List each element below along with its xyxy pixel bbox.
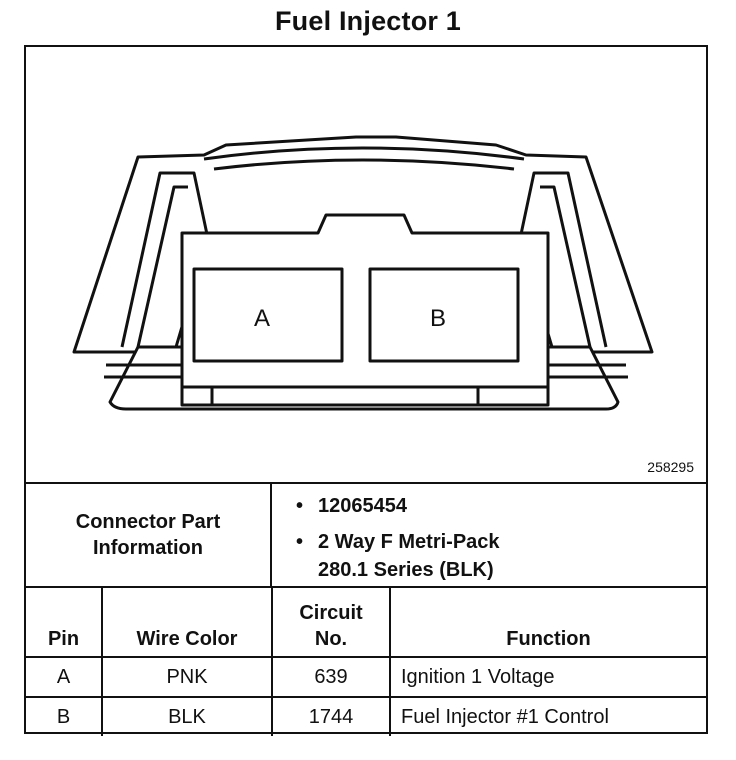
housing-arch bbox=[203, 146, 525, 161]
header-circuit-line2: No. bbox=[314, 628, 348, 650]
diagram-reference-number: 258295 bbox=[647, 459, 694, 475]
left-latch-inner bbox=[136, 185, 188, 348]
connector-drawing: A B bbox=[72, 135, 654, 411]
connector-info-list: • 12065454 • 2 Way F Metri-Pack 280.1 Se… bbox=[296, 492, 696, 584]
table-row: B BLK 1744 Fuel Injector #1 Control bbox=[26, 696, 706, 736]
cell-pin: A bbox=[26, 656, 103, 698]
list-item: • 12065454 bbox=[296, 492, 696, 520]
page-title: Fuel Injector 1 bbox=[274, 6, 462, 36]
header-circuit: Circuit No. bbox=[271, 588, 391, 658]
cell-function: Ignition 1 Voltage bbox=[389, 656, 706, 698]
cell-circuit: 1744 bbox=[271, 696, 391, 736]
bullet: • bbox=[296, 531, 304, 553]
pin-label-b: B bbox=[430, 305, 446, 332]
connector-part-information: Connector Part Information • 12065454 • … bbox=[26, 484, 706, 588]
header-circuit-line1: Circuit bbox=[299, 602, 363, 624]
right-latch-inner bbox=[540, 185, 592, 348]
connector-info-label-line2: Information bbox=[93, 537, 203, 559]
part-number: 12065454 bbox=[318, 495, 407, 517]
connector-sheet: A B 258295 Connector Part Information • … bbox=[24, 45, 708, 736]
cell-wire-color: BLK bbox=[101, 696, 273, 736]
header-pin: Pin bbox=[26, 588, 103, 658]
connector-info-label: Connector Part Information bbox=[26, 484, 272, 586]
connector-shroud bbox=[72, 135, 654, 354]
list-item: • 2 Way F Metri-Pack 280.1 Series (BLK) bbox=[296, 528, 696, 584]
cavity-a bbox=[192, 267, 344, 363]
table-row: A PNK 639 Ignition 1 Voltage bbox=[26, 656, 706, 698]
connector-series: 280.1 Series (BLK) bbox=[318, 559, 494, 581]
header-wire-color: Wire Color bbox=[101, 588, 273, 658]
header-function: Function bbox=[389, 588, 706, 658]
cell-function: Fuel Injector #1 Control bbox=[389, 696, 706, 736]
housing-arch-inner bbox=[213, 158, 515, 171]
pin-label-a: A bbox=[254, 305, 270, 332]
pin-table: Pin Wire Color Circuit No. Function A PN… bbox=[26, 588, 706, 736]
cell-pin: B bbox=[26, 696, 103, 736]
connector-info-label-line1: Connector Part bbox=[75, 511, 221, 533]
cavity-b bbox=[368, 267, 520, 363]
cell-wire-color: PNK bbox=[101, 656, 273, 698]
connector-diagram: A B 258295 bbox=[26, 47, 706, 484]
cell-circuit: 639 bbox=[271, 656, 391, 698]
bullet: • bbox=[296, 495, 304, 517]
connector-type: 2 Way F Metri-Pack bbox=[318, 531, 500, 553]
table-header-row: Pin Wire Color Circuit No. Function bbox=[26, 588, 706, 658]
